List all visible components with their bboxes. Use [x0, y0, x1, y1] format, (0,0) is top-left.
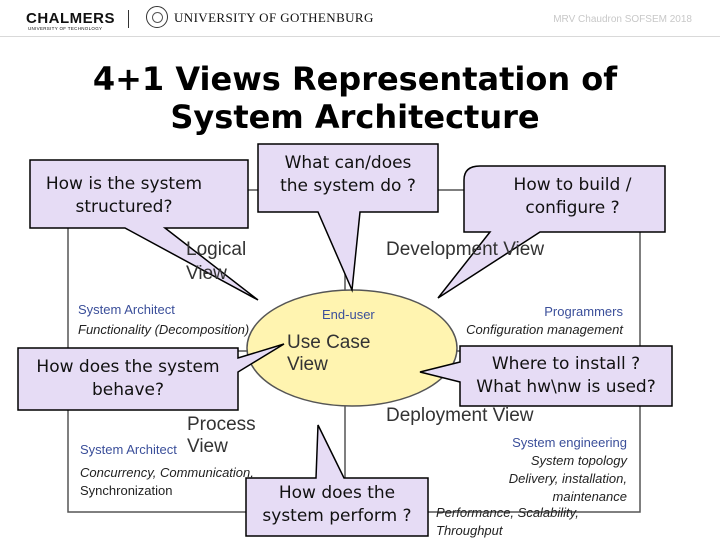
process-concern-line1: Concurrency, Communication,: [80, 465, 254, 480]
deployment-concern-line3: maintenance: [552, 489, 627, 504]
title-line-2: System Architecture: [170, 98, 540, 136]
callout-perform-line2: system perform ?: [262, 506, 412, 526]
logical-concern: Functionality (Decomposition): [78, 322, 250, 337]
usecase-view-label: Use Case View: [287, 332, 370, 376]
development-view-label: Development View: [386, 239, 545, 260]
deployment-concern-line2: Delivery, installation,: [508, 471, 627, 486]
callout-perform-bubble: [245, 424, 429, 537]
process-stakeholder: System Architect: [80, 442, 177, 457]
slide-footer: MRV Chaudron SOFSEM 2018: [553, 14, 692, 25]
callout-behave-bubble: [17, 343, 285, 411]
callout-perform-text: How does the system perform ?: [246, 482, 428, 528]
callout-structured-text: How is the system structured?: [30, 173, 218, 219]
development-concern: Configuration management: [466, 322, 623, 337]
development-stakeholder: Programmers: [544, 304, 623, 319]
deployment-concern: System topology Delivery, installation, …: [436, 452, 627, 506]
callout-build-line2: configure ?: [525, 198, 620, 218]
logical-view-label-line2: View: [186, 263, 227, 284]
chalmers-logo: CHALMERS: [26, 10, 115, 27]
callout-behave-line1: How does the system: [36, 357, 220, 377]
callout-install-line2: What hw\nw is used?: [476, 377, 656, 397]
callout-install-bubble: [419, 345, 673, 407]
callout-structured-bubble: [29, 159, 259, 301]
usecase-view-label-line1: Use Case: [287, 332, 371, 353]
logical-view-label-line1: Logical: [186, 239, 247, 260]
header-divider: [0, 36, 720, 37]
deployment-concern-extra: Performance, Scalability, Throughput: [436, 504, 579, 540]
chalmers-logo-subtitle: UNIVERSITY OF TECHNOLOGY: [28, 26, 103, 31]
process-view-label-line2: View: [187, 436, 228, 457]
callout-build-line1: How to build /: [513, 175, 632, 195]
usecase-view-label-line2: View: [287, 354, 328, 375]
deployment-concern-line4: Performance, Scalability,: [436, 505, 579, 520]
deployment-concern-line5: Throughput: [436, 523, 503, 538]
deployment-stakeholder: System engineering: [512, 435, 627, 450]
callout-what-bubble: [257, 143, 439, 293]
deployment-view-label: Deployment View: [386, 405, 534, 426]
callout-behave-line2: behave?: [92, 380, 164, 400]
callout-what-line2: the system do ?: [280, 176, 416, 196]
slide-title: 4+1 Views Representation of System Archi…: [0, 60, 710, 136]
deployment-concern-line1: System topology: [530, 453, 627, 468]
callout-build-bubble: [437, 165, 666, 299]
logical-stakeholder: System Architect: [78, 302, 175, 317]
gothenburg-logo: UNIVERSITY OF GOTHENBURG: [174, 10, 374, 25]
callout-install-text: Where to install ? What hw\nw is used?: [460, 353, 672, 399]
process-view-label-line1: Process: [187, 414, 256, 435]
process-concern: Concurrency, Communication, Synchronizat…: [80, 464, 254, 500]
callout-perform-line1: How does the: [278, 483, 396, 503]
callout-structured-line1: How is the system: [45, 174, 203, 194]
callout-what-line1: What can/does: [284, 153, 412, 173]
university-seal-icon: [146, 6, 168, 28]
title-line-1: 4+1 Views Representation of: [92, 60, 618, 98]
callout-what-text: What can/does the system do ?: [258, 152, 438, 198]
callout-behave-text: How does the system behave?: [18, 356, 238, 402]
callout-structured-line2: structured?: [75, 197, 173, 217]
process-concern-line2: Synchronization: [80, 483, 173, 498]
usecase-stakeholder: End-user: [322, 307, 375, 322]
logical-view-label: Logical View: [186, 238, 246, 286]
logo-separator: [128, 10, 129, 28]
callout-build-text: How to build / configure ?: [480, 174, 665, 220]
callout-install-line1: Where to install ?: [491, 354, 641, 374]
